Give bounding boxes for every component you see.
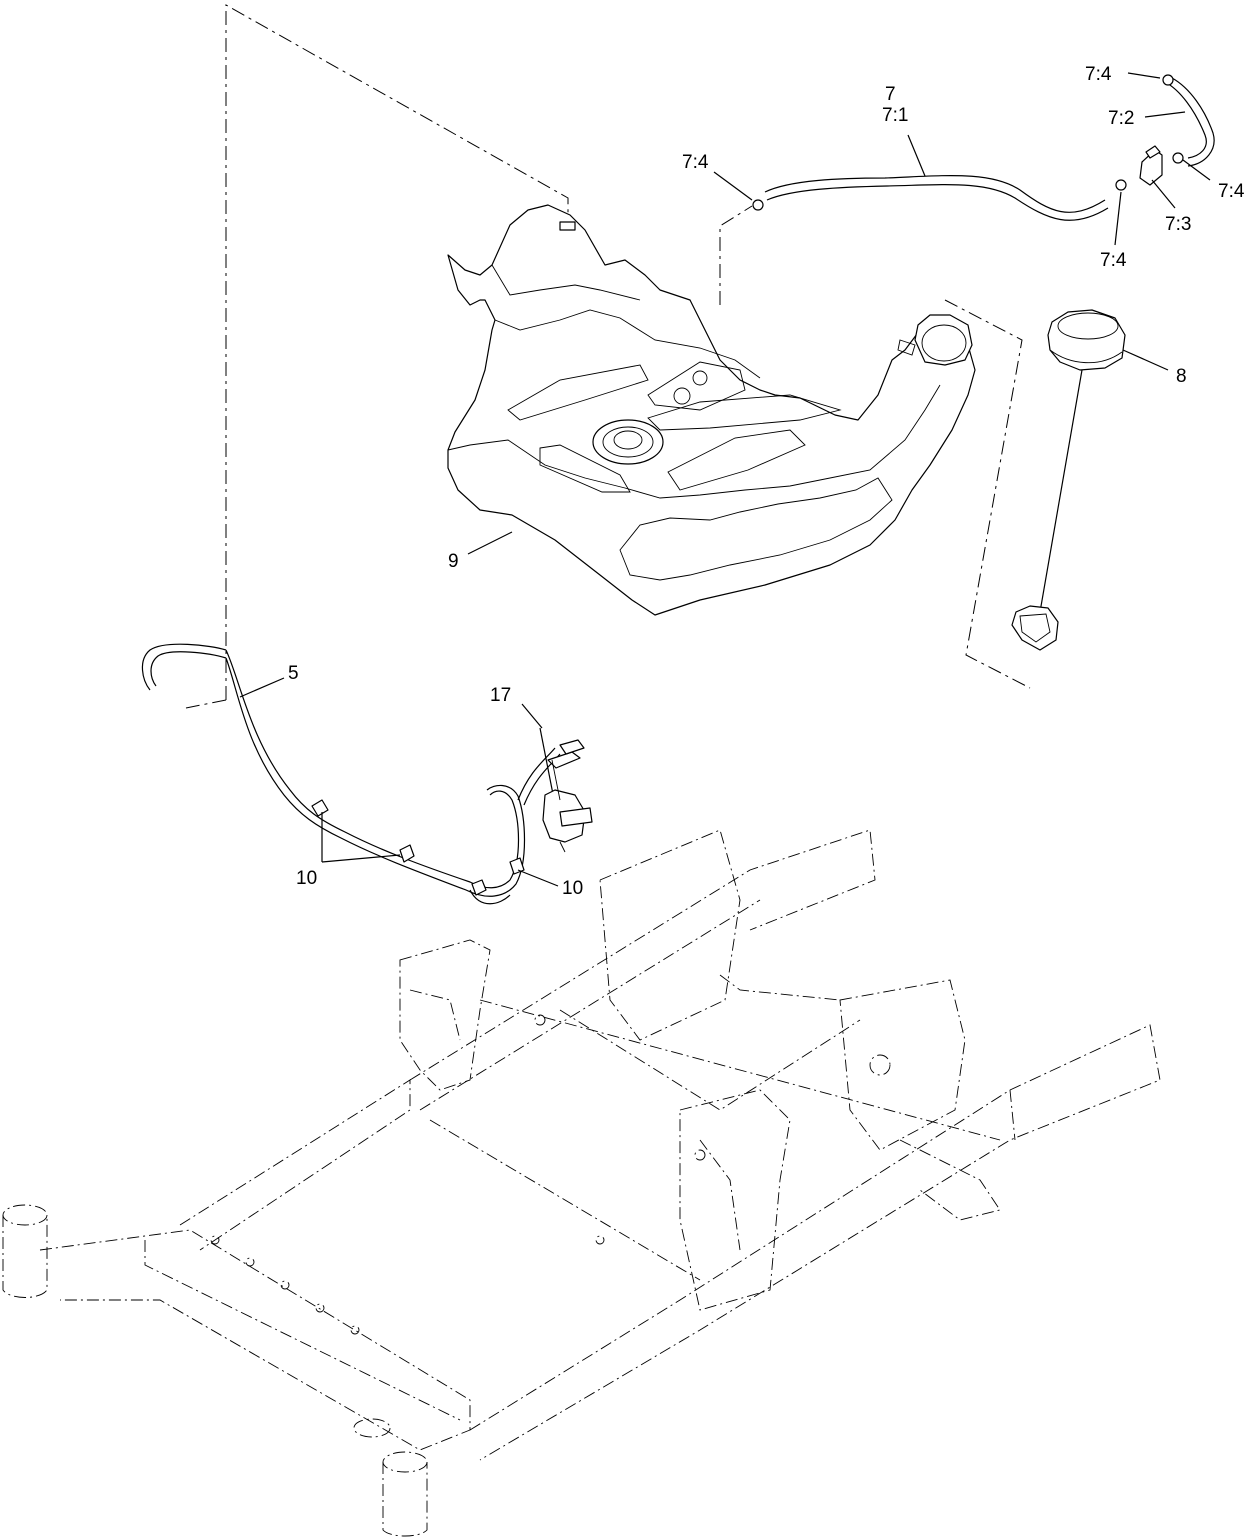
fuel-cap[interactable] [1011, 309, 1126, 651]
callout-7-2: 7:2 [1108, 108, 1134, 129]
leader-lines [239, 72, 1211, 887]
callout-5: 5 [288, 663, 299, 684]
fuel-filter[interactable] [539, 727, 593, 853]
assembly-centerlines [185, 4, 1031, 709]
vent-hose-assembly[interactable] [752, 74, 1215, 221]
callout-10-right: 10 [562, 878, 583, 899]
callout-8: 8 [1176, 366, 1187, 387]
callout-7-4-bottom: 7:4 [1100, 250, 1127, 271]
callout-7-4-left: 7:4 [682, 152, 709, 173]
callout-labels: 7 7:1 7:4 7:4 7:2 7:4 7:3 7:4 8 9 5 17 1… [288, 64, 1245, 899]
callout-7-3: 7:3 [1165, 214, 1191, 235]
callout-7: 7 [885, 84, 896, 105]
callout-7-4-top: 7:4 [1085, 64, 1112, 85]
fuel-hose[interactable] [141, 643, 561, 905]
mower-frame [2, 829, 1161, 1537]
callout-17: 17 [490, 685, 511, 706]
callout-9: 9 [448, 551, 459, 572]
callout-10-left: 10 [296, 868, 317, 889]
fuel-tank[interactable] [447, 204, 976, 616]
callout-7-4-right: 7:4 [1218, 181, 1245, 202]
callout-7-1: 7:1 [882, 105, 908, 126]
